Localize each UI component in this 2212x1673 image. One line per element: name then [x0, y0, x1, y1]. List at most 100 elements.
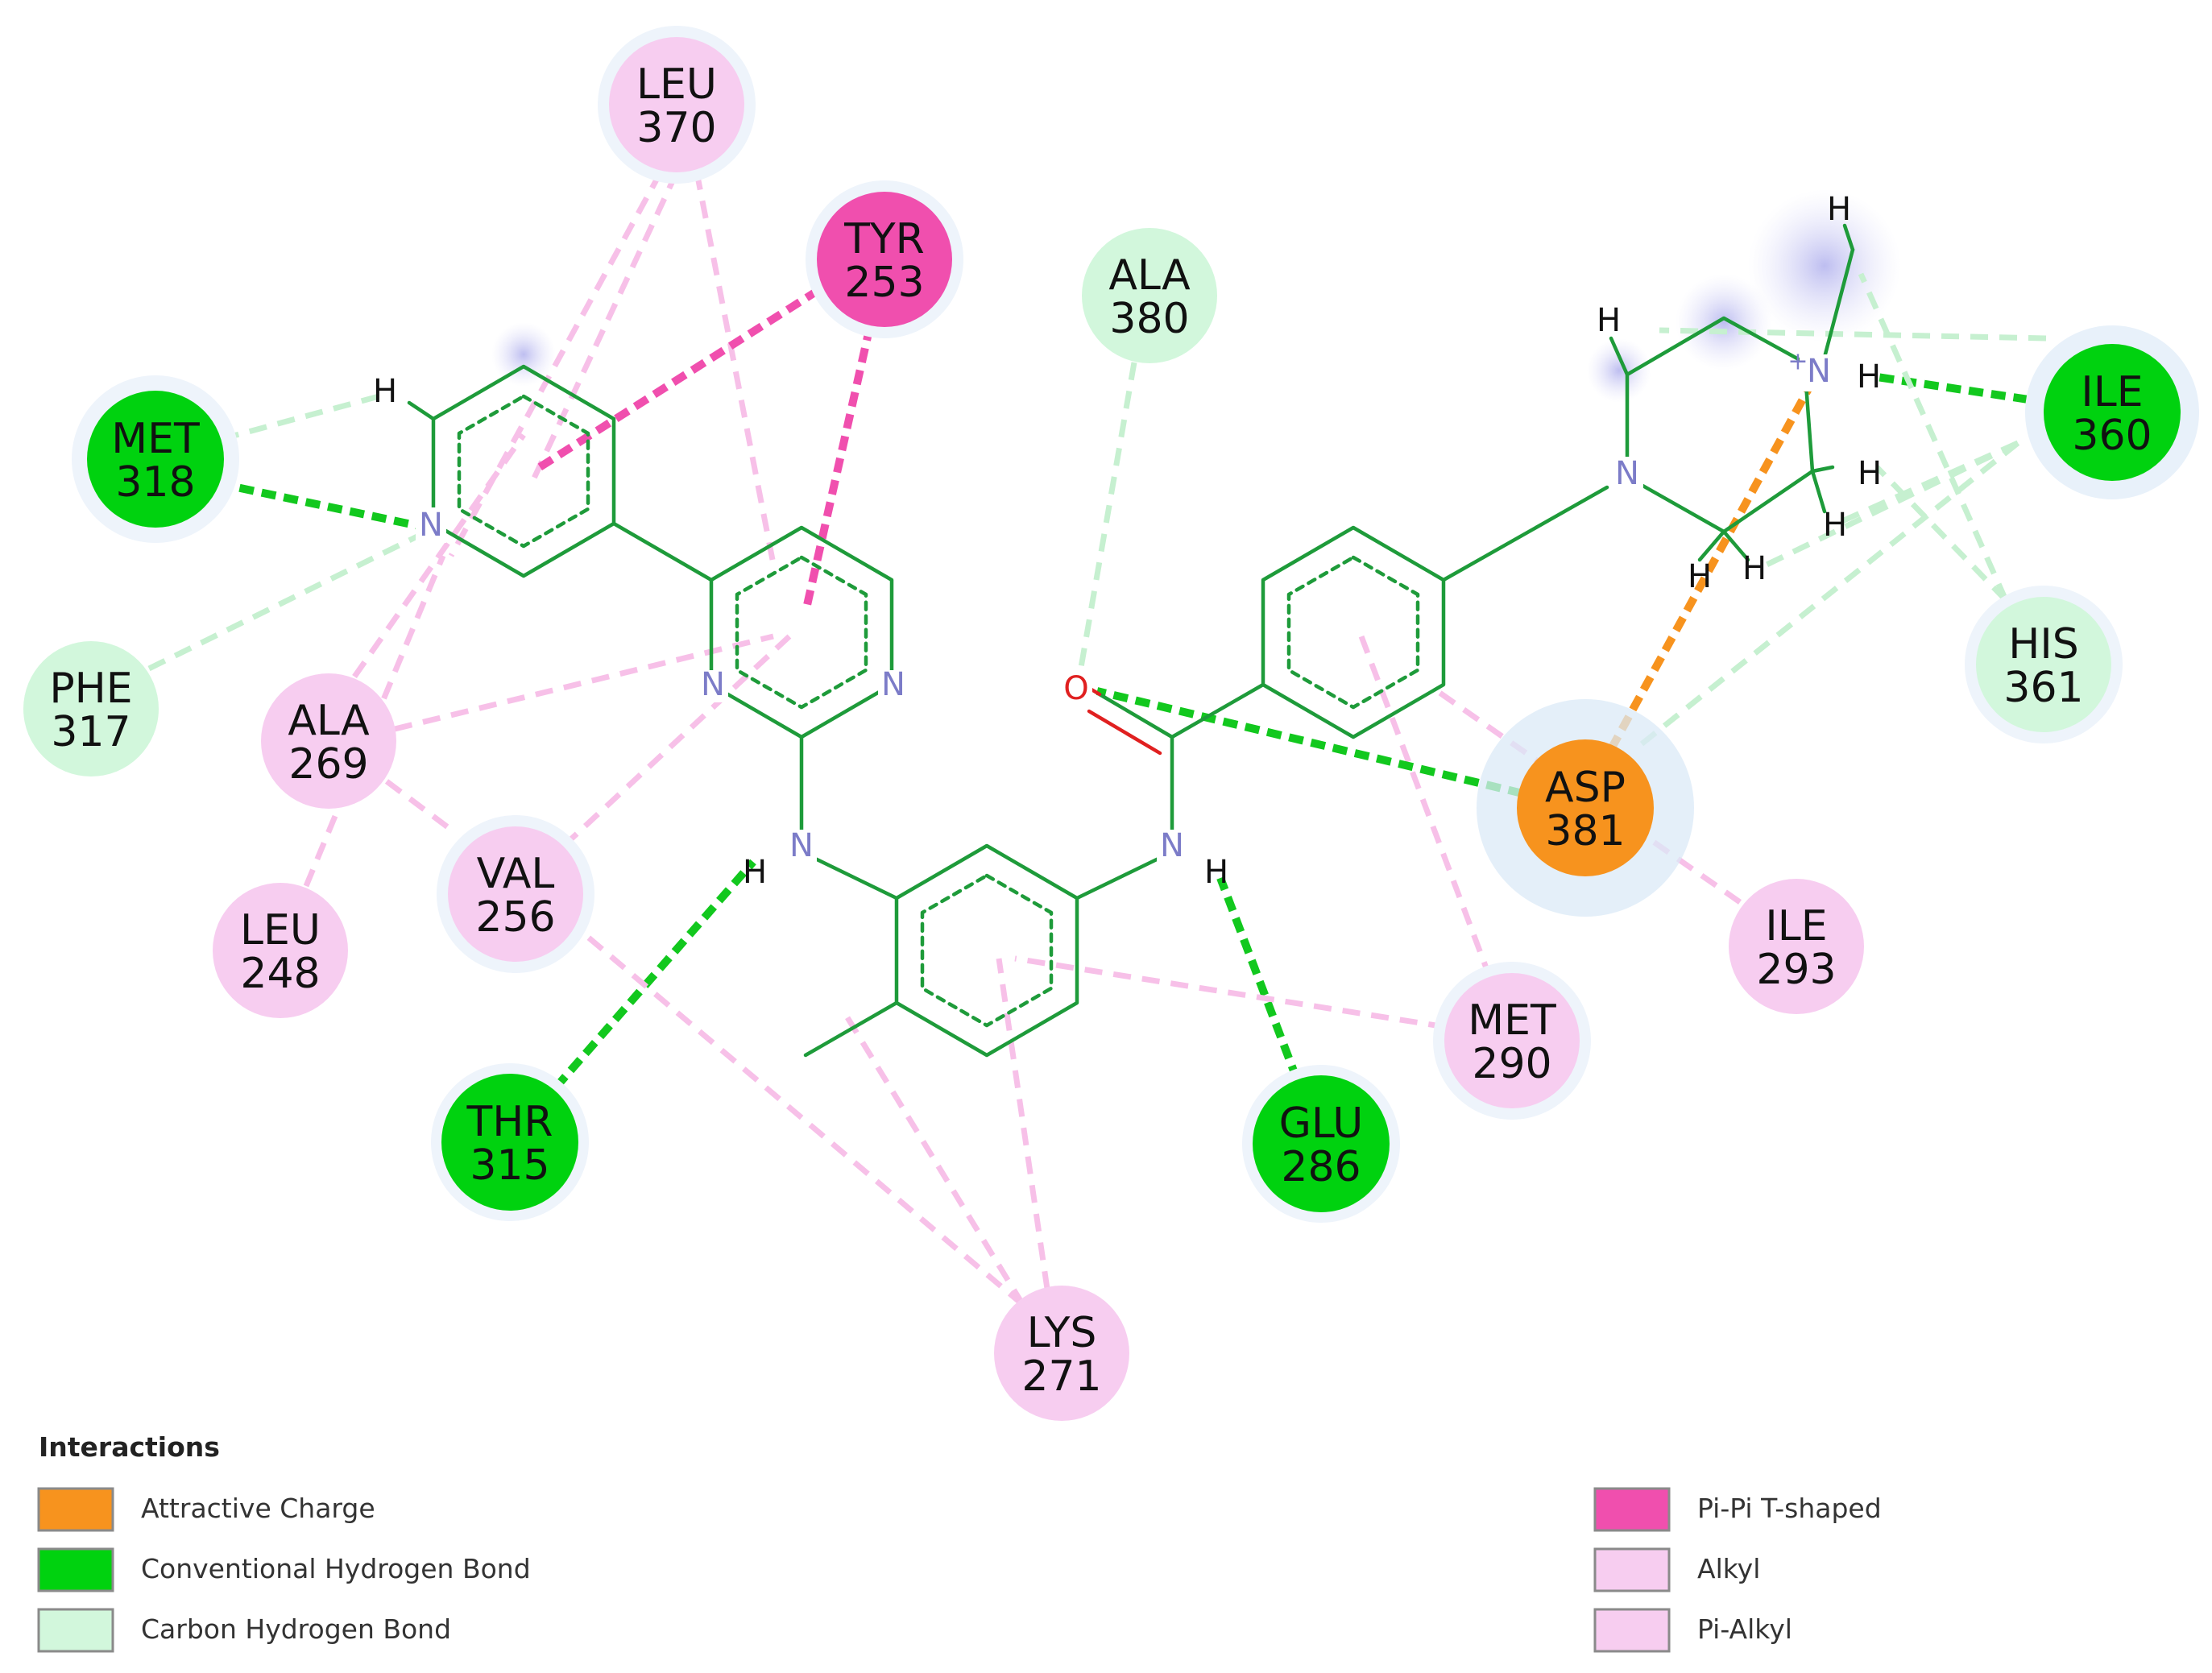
residue-number: 269 [288, 740, 368, 789]
residue-name: MET [1468, 996, 1556, 1045]
residue-thr-315[interactable]: THR 315 [431, 1063, 589, 1221]
piperazine-nplus-atom: N [1807, 353, 1831, 390]
attractive-charge-line [1607, 376, 1818, 752]
residue-asp-381[interactable]: ASP 381 [1517, 739, 1654, 876]
legend-item-conventional-hbond: Conventional Hydrogen Bond [37, 1547, 531, 1592]
alkyl-interaction-line [843, 1013, 1025, 1307]
ligand-structure [407, 223, 1855, 1058]
piperazine-n-atom: N [1615, 455, 1639, 492]
residue-number: 290 [1472, 1040, 1551, 1088]
charge-sign: + [1787, 348, 1808, 376]
interaction-lines [147, 171, 2051, 1307]
residue-val-256[interactable]: VAL 256 [437, 815, 594, 973]
pyridine-n-atom: N [419, 507, 443, 544]
residue-number: 380 [1109, 295, 1189, 343]
legend-label: Carbon Hydrogen Bond [141, 1613, 451, 1645]
residue-number: 315 [470, 1141, 549, 1190]
residue-ile-293[interactable]: ILE 293 [1729, 879, 1864, 1014]
legend-item-pi-alkyl: Pi-Alkyl [1593, 1608, 1792, 1653]
residue-name: ASP [1545, 764, 1626, 812]
residue-name: ALA [288, 697, 370, 745]
residue-ala-380[interactable]: ALA 380 [1082, 228, 1217, 363]
residue-met-290[interactable]: MET 290 [1433, 962, 1591, 1120]
alkyl-interaction-line [694, 172, 777, 565]
atom-halos [491, 189, 1901, 403]
residue-leu-370[interactable]: LEU 370 [598, 26, 756, 184]
hydrogen-atom: H [1204, 854, 1228, 891]
hydrogen-atom: H [1858, 455, 1882, 492]
residue-number: 360 [2072, 412, 2152, 460]
pyrimidine-n-atom-left: N [701, 666, 725, 703]
hydrogen-atom: H [743, 854, 767, 891]
legend: Interactions Attractive Charge Conventio… [37, 1431, 1882, 1653]
residue-number: 318 [115, 458, 195, 507]
residue-number: 286 [1281, 1143, 1361, 1191]
amine-n-atom: N [789, 827, 814, 864]
linker-bonds [407, 223, 1855, 1058]
carbonyl-o-atom: O [1063, 670, 1088, 707]
residue-number: 253 [844, 259, 924, 307]
residue-number: 256 [475, 893, 555, 942]
residue-name: ILE [1765, 902, 1827, 950]
legend-item-carbon-hbond: Carbon Hydrogen Bond [37, 1608, 451, 1653]
legend-label: Conventional Hydrogen Bond [141, 1553, 531, 1584]
carbon-hbond-line [1874, 465, 2008, 603]
legend-title: Interactions [39, 1431, 220, 1463]
conventional-hbond-line [1216, 876, 1301, 1081]
residue-ala-269[interactable]: ALA 269 [261, 673, 396, 809]
alkyl-interaction-line [578, 928, 1025, 1307]
carbon-hbond-line [1858, 272, 2009, 602]
residue-name: PHE [49, 665, 132, 713]
residue-name: LYS [1027, 1309, 1097, 1357]
residue-name: MET [111, 415, 200, 463]
carbon-hbond-line [221, 391, 386, 442]
benzamide-ring [1261, 525, 1446, 739]
hydrogen-atom: H [1823, 507, 1847, 544]
atom-labels: N N N N N O N N + H H H H H H H H H H [373, 191, 1882, 891]
residue-his-361[interactable]: HIS 361 [1965, 586, 2123, 743]
hydrogen-atom: H [1857, 358, 1881, 395]
hydrogen-atom: H [1742, 550, 1767, 587]
carbon-hbond-line [1659, 327, 2047, 342]
residue-number: 293 [1756, 946, 1836, 994]
carbonyl-bond [1085, 685, 1174, 756]
legend-item-attractive-charge: Attractive Charge [37, 1487, 375, 1532]
legend-label: Attractive Charge [141, 1493, 375, 1524]
central-benzene-ring [894, 843, 1079, 1058]
alkyl-interaction-line [996, 958, 1050, 1290]
carbon-hbond-line [1633, 441, 2020, 752]
legend-item-alkyl: Alkyl [1593, 1547, 1760, 1592]
residue-phe-317[interactable]: PHE 317 [23, 641, 159, 776]
residue-number: 248 [240, 950, 320, 998]
alkyl-interaction-line [1358, 635, 1493, 980]
residue-tyr-253[interactable]: TYR 253 [806, 180, 963, 338]
residue-leu-248[interactable]: LEU 248 [213, 883, 348, 1018]
alkyl-interaction-line [528, 171, 680, 485]
pyrimidine-ring [709, 525, 894, 739]
alkyl-interaction-line [352, 433, 526, 679]
residue-met-318[interactable]: MET 318 [72, 375, 239, 543]
residue-ile-360[interactable]: ILE 360 [2025, 325, 2199, 499]
hydrogen-atom: H [1827, 191, 1851, 228]
conventional-hbond-line [553, 859, 756, 1091]
conventional-hbond-line [1876, 373, 2051, 407]
conventional-hbond-line [216, 479, 429, 532]
carbon-hbond-line [147, 528, 429, 672]
residue-number: 361 [2003, 664, 2083, 712]
residue-glu-286[interactable]: GLU 286 [1242, 1065, 1400, 1223]
residue-number: 317 [51, 708, 130, 756]
carbon-hbond-line [1758, 440, 2019, 571]
pyrimidine-n-atom-right: N [881, 666, 905, 703]
residue-number: 381 [1545, 807, 1625, 855]
residue-name: GLU [1279, 1099, 1364, 1148]
residue-name: ALA [1108, 251, 1191, 300]
alkyl-interaction-line [1014, 955, 1447, 1030]
pi-pi-tshaped-line [802, 325, 874, 614]
residue-number: 271 [1021, 1352, 1101, 1401]
residue-name: LEU [636, 60, 717, 109]
amide-n-atom: N [1160, 827, 1184, 864]
legend-label: Pi-Pi T-shaped [1697, 1493, 1882, 1524]
legend-label: Pi-Alkyl [1697, 1613, 1792, 1645]
residue-lys-271[interactable]: LYS 271 [994, 1286, 1129, 1421]
